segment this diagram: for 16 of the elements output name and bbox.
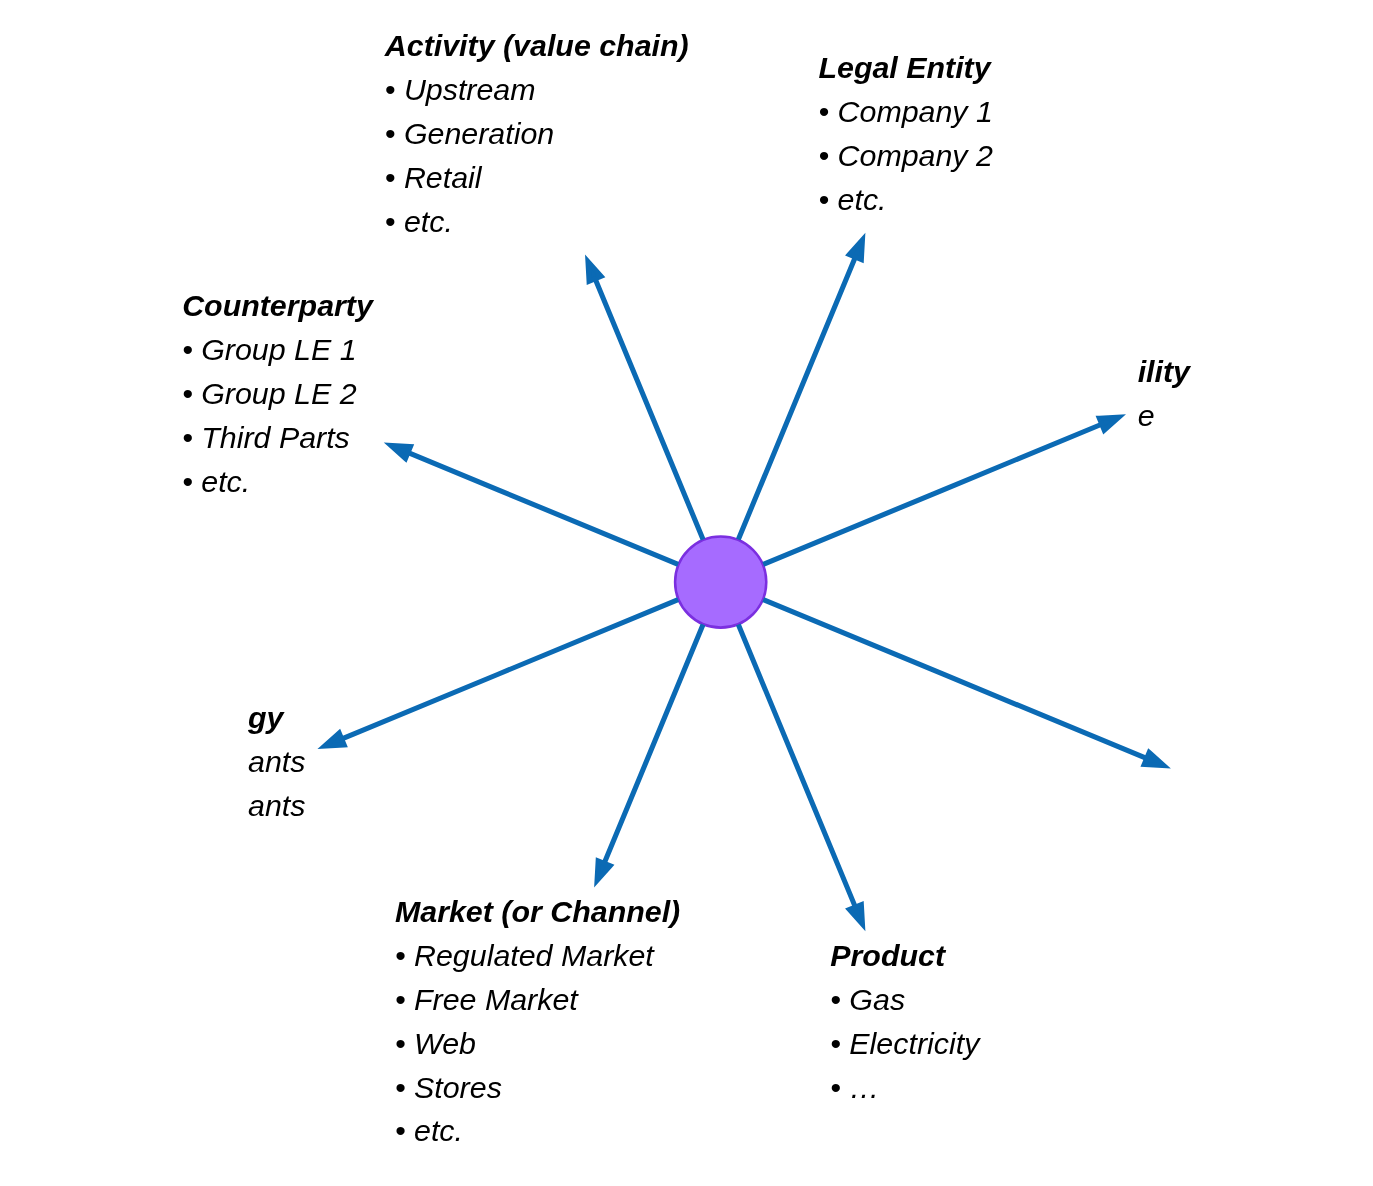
arrow xyxy=(762,414,1126,567)
arrow xyxy=(762,597,1171,769)
arrow xyxy=(317,597,680,750)
arrow xyxy=(735,232,866,541)
arrow xyxy=(585,254,706,541)
node-text: Product • Gas • Electricity • … xyxy=(830,937,980,1104)
node-text: Counterparty • Group LE 1 • Group LE 2 • Third Parts • etc. xyxy=(182,288,373,498)
node-text: ility e xyxy=(1137,353,1190,432)
node-text: Market (or Channel) • Regulated Market • Free Market • Web • Stores • etc. xyxy=(394,893,681,1148)
arrow xyxy=(735,623,866,932)
arrow xyxy=(594,623,706,888)
node-text: Activity (value chain) • Upstream • Generation • Retail • etc. xyxy=(384,28,689,238)
arrow xyxy=(383,442,680,567)
node-text: Legal Entity • Company 1 • Company 2 • etc. xyxy=(818,49,993,216)
node-text: gy ants ants xyxy=(248,699,306,822)
node-circle xyxy=(673,535,768,629)
